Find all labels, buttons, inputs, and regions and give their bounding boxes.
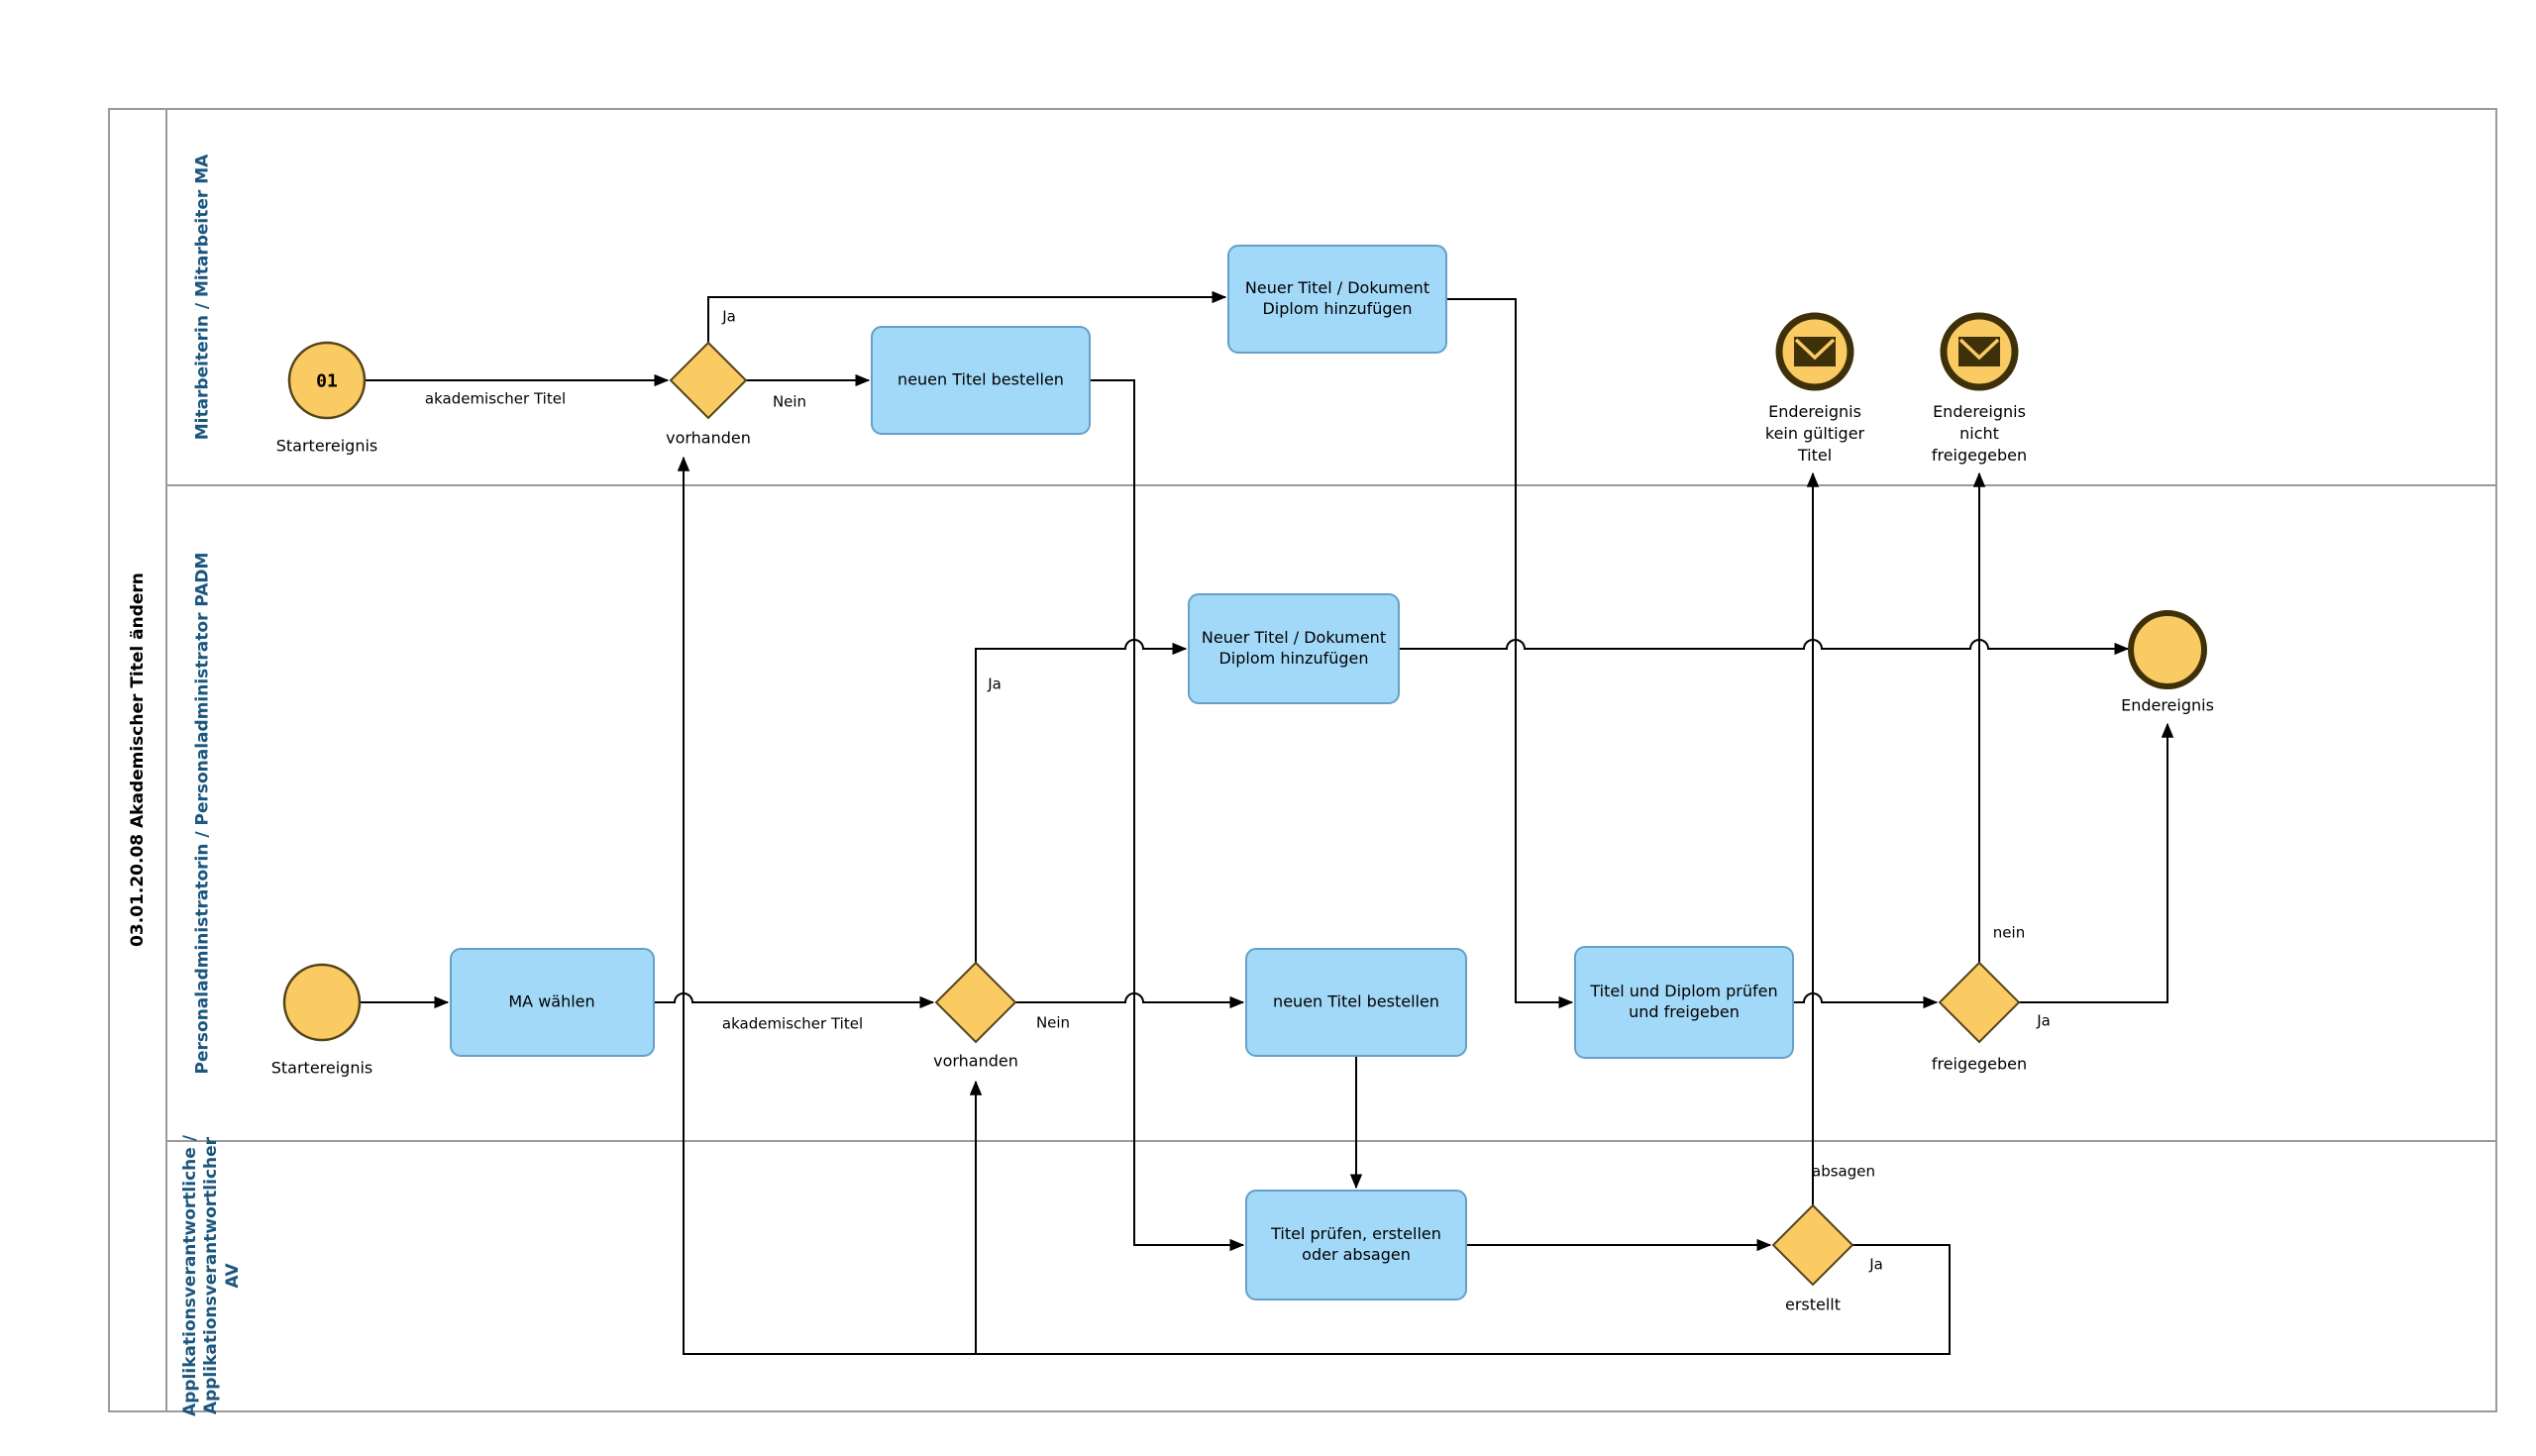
flow-label-akademischer-titel-padm: akademischer Titel [721, 1014, 864, 1033]
end-event-nicht-freigegeben [1940, 312, 2019, 391]
pool-title: 03.01.20.08 Akademischer Titel ändern [127, 572, 148, 947]
end-event-kein-gueltiger-titel [1775, 312, 1854, 391]
flow-label-absagen-erstellt: absagen [1812, 1162, 1875, 1181]
start-event-ma [287, 341, 367, 420]
pool-border [108, 108, 2497, 1412]
start-event-ma-label: Startereignis [275, 436, 378, 456]
flow-label-akademischer-titel-ma: akademischer Titel [424, 389, 567, 408]
flow-vorhanden-ma-ja-to-hinzufuegen [707, 290, 1227, 343]
end-event-endereignis [2128, 610, 2207, 689]
flow-label-nein-freigegeben: nein [1992, 923, 2026, 942]
flow-label-ja-freigegeben: Ja [2037, 1011, 2051, 1030]
gateway-vorhanden-ma [669, 341, 748, 420]
task-neuer-titel-hinzufuegen-ma-label: Neuer Titel / Dokument Diplom hinzufügen [1244, 278, 1430, 318]
lane-label-personaladministrator-padm: Personaladministratorin / Personaladmini… [192, 552, 213, 1075]
pool [108, 108, 2497, 1412]
task-titel-pruefen-erstellen-absagen [1245, 1190, 1467, 1300]
task-neuen-titel-bestellen-padm-label: neuen Titel bestellen [1273, 991, 1439, 1011]
task-neuen-titel-bestellen-padm [1245, 948, 1467, 1057]
flow-freigegeben-ja-to-endereignis [2019, 722, 2174, 1003]
end-event-kein-gueltiger-titel-label: Endereignis kein gültiger Titel [1764, 401, 1865, 466]
flow-label-ja-erstellt: Ja [1869, 1255, 1883, 1274]
task-titel-diplom-pruefen-freigeben-label: Titel und Diplom prüfen und freigeben [1590, 982, 1778, 1021]
envelope-icon [1958, 337, 2000, 366]
task-neuen-titel-bestellen-ma-label: neuen Titel bestellen [898, 369, 1064, 389]
flow-pruefen-freigeben-to-freigegeben [1793, 992, 1939, 1009]
envelope-flap-icon [1958, 338, 2000, 361]
start-event-padm-label: Startereignis [270, 1058, 373, 1078]
lane-label-mitarbeiter-ma: Mitarbeiterin / Mitarbeiter MA [192, 154, 213, 441]
gateway-vorhanden-ma-label: vorhanden [666, 428, 751, 448]
gateway-freigegeben-label: freigegeben [1931, 1054, 2028, 1074]
start-event-ma-number: 01 [316, 370, 338, 392]
envelope-icon [1794, 337, 1836, 366]
flow-vorhanden-padm-nein-to-bestellen [1015, 992, 1245, 1009]
envelope-flap-icon [1794, 338, 1836, 361]
flow-bestellen-ma-to-pruefen-erstellen [1090, 379, 1245, 1252]
gateway-vorhanden-padm [934, 961, 1017, 1044]
task-neuer-titel-hinzufuegen-ma [1227, 245, 1447, 354]
flow-hinzufuegen-ma-to-pruefen-freigeben [1446, 298, 1574, 1009]
gateway-freigegeben [1938, 961, 2021, 1044]
start-event-padm [282, 963, 362, 1042]
sequence-flows [360, 290, 2174, 1355]
end-event-nicht-freigegeben-label: Endereignis nicht freigegeben [1931, 401, 2028, 466]
task-neuer-titel-hinzufuegen-padm [1188, 593, 1400, 704]
gateway-vorhanden-padm-label: vorhanden [933, 1051, 1018, 1071]
task-neuen-titel-bestellen-ma [871, 326, 1091, 435]
task-titel-pruefen-erstellen-absagen-label: Titel prüfen, erstellen oder absagen [1271, 1224, 1441, 1264]
task-ma-waehlen-label: MA wählen [508, 991, 595, 1011]
task-neuer-titel-hinzufuegen-padm-label: Neuer Titel / Dokument Diplom hinzufügen [1201, 628, 1387, 668]
flow-label-nein-vorhanden-ma: Nein [772, 392, 807, 411]
task-ma-waehlen [450, 948, 655, 1057]
lane-label-applikationsverantwortliche-av: Applikationsverantwortliche / Applikatio… [180, 1135, 243, 1416]
flow-vorhanden-padm-ja-to-hinzufuegen [975, 639, 1188, 963]
flow-erstellt-ja-to-vorhanden-ma [677, 456, 1951, 1355]
task-titel-diplom-pruefen-freigeben [1574, 946, 1794, 1059]
gateway-erstellt-label: erstellt [1784, 1295, 1842, 1314]
flow-hinzufuegen-padm-to-endereignis [1399, 639, 2130, 656]
flow-label-ja-vorhanden-ma: Ja [722, 307, 736, 326]
end-event-endereignis-label: Endereignis [2121, 695, 2214, 715]
flow-ma-waehlen-to-vorhanden [654, 992, 935, 1009]
gateway-erstellt [1771, 1203, 1854, 1287]
flow-label-nein-vorhanden-padm: Nein [1035, 1013, 1071, 1032]
flow-label-ja-vorhanden-padm: Ja [988, 675, 1002, 693]
